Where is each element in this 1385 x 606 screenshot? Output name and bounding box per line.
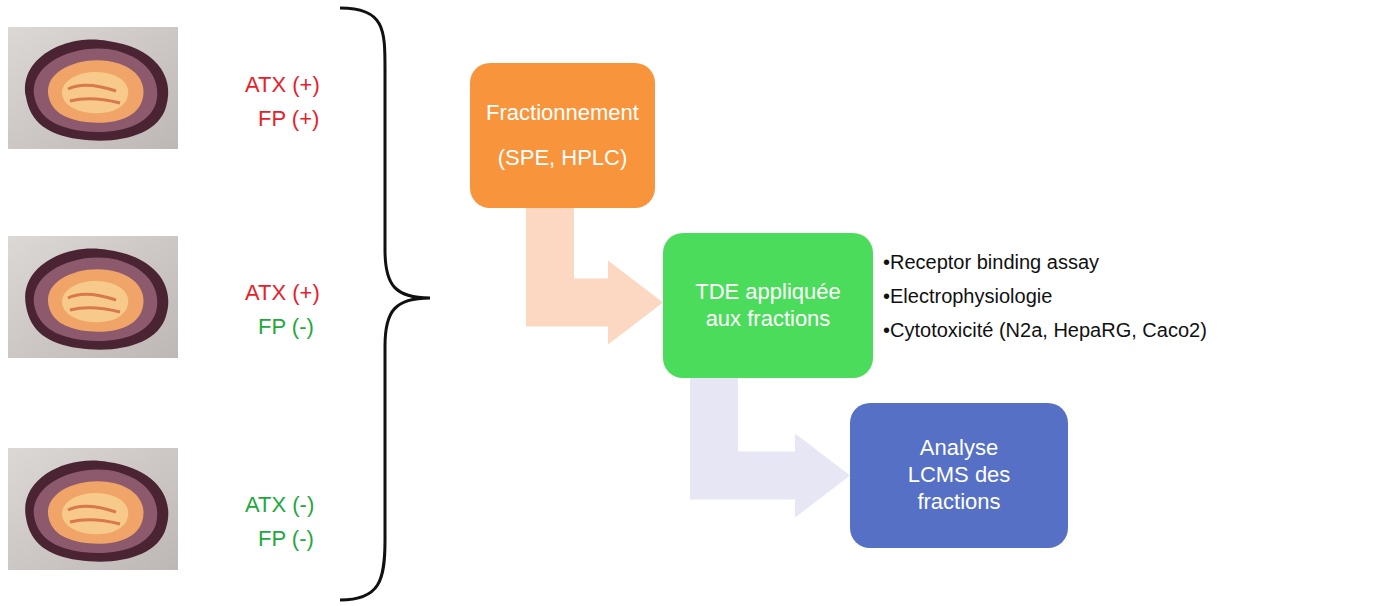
method-item: •Receptor binding assay [883, 250, 1099, 274]
status-label: FP (-) [258, 314, 314, 340]
oyster-photo [8, 236, 178, 358]
box-text: Analyse LCMS des fractions [899, 435, 1019, 515]
status-label: ATX (+) [245, 280, 320, 306]
flow-arrow [550, 208, 663, 345]
box-text: Fractionnement [486, 100, 639, 127]
arrow-head [608, 261, 663, 345]
arrow-head [795, 434, 850, 518]
status-label: ATX (-) [245, 492, 314, 518]
process-box: Analyse LCMS des fractions [850, 403, 1068, 548]
method-item: •Cytotoxicité (N2a, HepaRG, Caco2) [883, 318, 1207, 342]
arrow-shaft [714, 378, 797, 476]
oyster-photo [8, 27, 178, 149]
arrow-shaft [550, 208, 610, 303]
box-text: (SPE, HPLC) [498, 145, 628, 172]
flow-arrow [714, 378, 850, 518]
status-label: ATX (+) [245, 72, 320, 98]
method-item: •Electrophysiologie [883, 284, 1052, 308]
box-text: TDE appliquée aux fractions [693, 279, 843, 333]
status-label: FP (+) [258, 106, 319, 132]
process-box: TDE appliquée aux fractions [663, 233, 873, 378]
process-box: Fractionnement (SPE, HPLC) [470, 63, 655, 208]
curly-brace [340, 8, 430, 600]
status-label: FP (-) [258, 526, 314, 552]
oyster-photo [8, 448, 178, 570]
